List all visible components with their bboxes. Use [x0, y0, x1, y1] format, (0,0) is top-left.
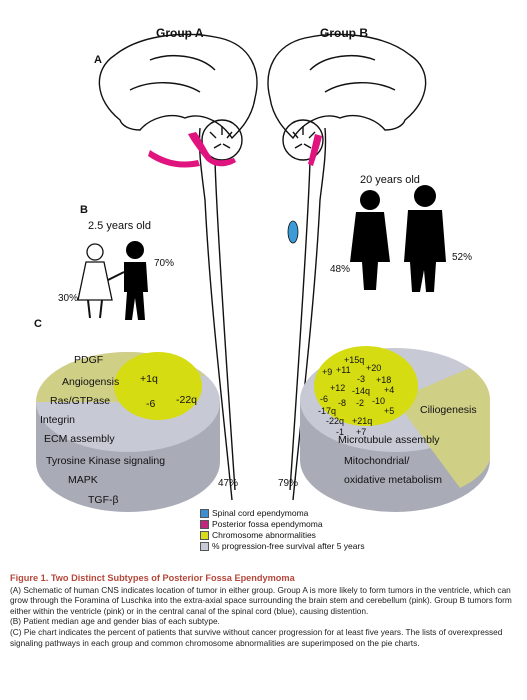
tumor-b-ventricle	[308, 134, 322, 166]
pie-a-pathway-3: Ras/GTPase	[50, 395, 111, 407]
pie-b-chromosome-10: -6	[320, 394, 329, 404]
caption-paragraph-a: (A) Schematic of human CNS indicates loc…	[10, 584, 512, 616]
pie-b-chromosome-19: +7	[356, 427, 367, 437]
legend-item-spinal-cord: Spinal cord ependymoma	[200, 508, 365, 519]
panel-label-a: A	[94, 54, 102, 66]
group-a-age: 2.5 years old	[88, 220, 151, 232]
figure-caption: Figure 1. Two Distinct Subtypes of Poste…	[10, 573, 520, 648]
legend-item-posterior-fossa: Posterior fossa ependymoma	[200, 519, 365, 530]
pie-b-pathway-2: Microtubule assembly	[338, 434, 440, 446]
pie-a-chromosome-2: -6	[146, 398, 156, 410]
pie-a-pathway-1: PDGF	[74, 354, 104, 366]
pie-a-survival-percent: 47%	[218, 478, 239, 489]
tumor-b-spinal-cord	[287, 220, 299, 244]
pie-a-pathway-8: TGF-β	[88, 494, 119, 506]
pie-a-pathway-7: MAPK	[68, 474, 98, 486]
pie-b-chromosome-11: -8	[338, 398, 347, 408]
pie-b-chart	[300, 346, 491, 512]
legend-swatch-blue	[200, 509, 209, 518]
group-a-header: Group A	[156, 26, 204, 40]
legend-label: % progression-free survival after 5 year…	[212, 541, 365, 551]
panel-label-b: B	[80, 204, 88, 216]
pie-b-chromosome-12: -2	[356, 398, 365, 408]
pie-b-chromosome-2: +9	[322, 367, 333, 377]
legend-swatch-grey	[200, 542, 209, 551]
pie-a-pathway-4: Integrin	[40, 414, 76, 426]
pie-b-progression-slice	[395, 368, 491, 488]
pie-a-pathway-2: Angiogensis	[62, 376, 120, 388]
tumor-a-posterior-fossa	[148, 132, 236, 168]
pie-b-chromosome-1: +15q	[344, 355, 365, 365]
pie-b-chromosome-13: -10	[372, 396, 386, 406]
group-b-man-percent: 52%	[452, 252, 473, 263]
group-a-boy-percent: 70%	[154, 258, 175, 269]
pie-b-pathway-3: Mitochondrial/	[344, 455, 410, 467]
pie-b-chromosome-6: +18	[376, 375, 392, 385]
pie-b-pathway-1: Ciliogenesis	[420, 404, 477, 416]
pie-b-chromosome-16: -22q	[326, 416, 345, 426]
caption-title: Figure 1. Two Distinct Subtypes of Poste…	[10, 573, 295, 583]
pie-b-chromosome-3: +11	[336, 365, 351, 375]
pie-b-chromosome-8: -14q	[352, 386, 371, 396]
pie-b-chromosome-9: +4	[384, 385, 395, 395]
pie-b-chromosome-circle	[314, 346, 418, 426]
pie-b-chromosome-14: -17q	[318, 406, 337, 416]
group-b-age: 20 years old	[360, 174, 420, 186]
legend: Spinal cord ependymoma Posterior fossa e…	[200, 508, 365, 552]
adults-silhouettes	[350, 185, 446, 292]
caption-paragraph-b: (B) Patient median age and gender bias o…	[10, 616, 220, 627]
brain-a-illustration	[98, 33, 258, 501]
group-a-girl-percent: 30%	[58, 293, 79, 304]
pie-b-survival-percent: 79%	[278, 478, 299, 489]
caption-paragraph-c: (C) Pie chart indicates the percent of p…	[10, 626, 503, 648]
pie-a-chromosome-3: -22q	[176, 394, 198, 406]
pie-a-pathway-5: ECM assembly	[44, 433, 115, 445]
pie-a-chromosome-1: +1q	[140, 373, 158, 385]
legend-swatch-pink	[200, 520, 209, 529]
children-silhouettes	[77, 241, 148, 320]
pie-b-chromosome-15: +5	[384, 406, 395, 416]
panel-label-c: C	[34, 318, 42, 330]
pie-b-chromosome-17: +21q	[352, 416, 373, 426]
pie-b-chromosome-18: -1	[336, 427, 345, 437]
group-b-header: Group B	[320, 26, 368, 40]
legend-item-survival: % progression-free survival after 5 year…	[200, 541, 365, 552]
legend-label: Posterior fossa ependymoma	[212, 519, 323, 529]
legend-label: Chromosome abnormalities	[212, 530, 316, 540]
pie-b-chromosome-4: +20	[366, 363, 382, 373]
legend-label: Spinal cord ependymoma	[212, 508, 309, 518]
pie-a-pathway-6: Tyrosine Kinase signaling	[46, 455, 166, 467]
pie-b-pathway-4: oxidative metabolism	[344, 474, 443, 486]
pie-a-chromosome-circle	[114, 352, 202, 420]
legend-swatch-yellow	[200, 531, 209, 540]
legend-item-chromosome: Chromosome abnormalities	[200, 530, 365, 541]
pie-b-chromosome-7: +12	[330, 383, 346, 393]
pie-b-chromosome-5: -3	[357, 374, 366, 384]
pie-a-chart	[36, 352, 220, 512]
group-b-woman-percent: 48%	[330, 264, 351, 275]
